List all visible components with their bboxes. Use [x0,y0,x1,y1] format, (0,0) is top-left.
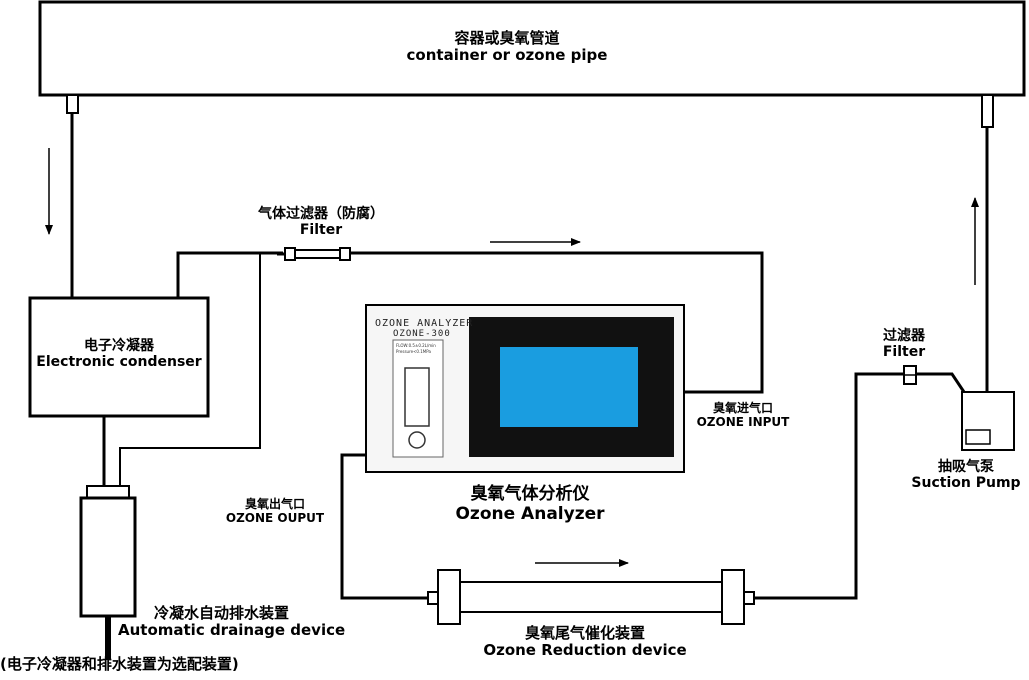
meter-flow-text: FLOW:0.5±0.2L/min [396,343,436,348]
output-port-label: 臭氧出气口 OZONE OUPUT [215,497,335,526]
analyzer-label-cn: 臭氧气体分析仪 [470,484,590,504]
reduction-label-en: Ozone Reduction device [483,641,687,660]
gas-line-to-pump [754,372,904,600]
drainage-label-en: Automatic drainage device [118,621,346,640]
filter-right [903,365,917,385]
analyzer-screen [500,347,638,427]
ozone-analyzer-device [365,304,685,473]
drainage-label-cn: 冷凝水自动排水装置 [154,604,290,622]
pump-label-cn: 抽吸气泵 [938,459,994,475]
filter-left-label: 气体过滤器（防腐） Filter [236,206,406,238]
drainage-device [79,485,137,660]
gas-line-output [340,453,428,600]
pipe-label-en: container or ozone pipe [406,46,608,65]
analyzer-label: 臭氧气体分析仪 Ozone Analyzer [440,484,620,524]
filter-right-label: 过滤器 Filter [860,328,948,360]
electronic-condenser [28,296,210,418]
gas-line-to-filter [176,251,283,298]
condenser-label-cn: 电子冷凝器 [84,338,154,354]
analyzer-label-en: Ozone Analyzer [455,503,605,524]
output-port-label-en: OZONE OUPUT [225,510,325,525]
pump-label-en: Suction Pump [911,475,1021,492]
meter-pressure-text: Pressure<0.1MPa [396,349,431,354]
condenser-label: 电子冷凝器 Electronic condenser [32,338,206,370]
drainage-label: 冷凝水自动排水装置 Automatic drainage device [118,604,346,640]
input-port-label: 臭氧进气口 OZONE INPUT [688,401,798,430]
left-probe [66,94,79,298]
filter-left [277,247,351,261]
pipe-label: 容器或臭氧管道 container or ozone pipe [392,29,622,65]
filter-right-label-en: Filter [882,344,926,361]
input-port-label-cn: 臭氧进气口 [712,401,773,415]
condenser-label-en: Electronic condenser [36,354,202,371]
footnote: (电子冷凝器和排水装置为选配装置) [0,655,239,673]
analyzer-model: OZONE-300 [393,329,451,339]
reduction-label: 臭氧尾气催化装置 Ozone Reduction device [470,624,700,660]
filter-left-label-cn: 气体过滤器（防腐） [258,206,384,222]
pipe-label-cn: 容器或臭氧管道 [454,29,560,47]
right-probe [981,94,994,392]
suction-pump [961,391,1015,451]
ozone-reduction-device [427,569,755,625]
reduction-label-cn: 臭氧尾气催化装置 [524,624,645,642]
output-port-label-cn: 臭氧出气口 [244,497,305,511]
drain-link-line [119,253,261,512]
container-pipe [38,0,1026,97]
filter-right-label-cn: 过滤器 [883,328,925,344]
input-port-label-en: OZONE INPUT [696,414,790,429]
analyzer-panel-title: OZONE ANALYZER [375,318,474,329]
gas-line-to-input [350,251,764,394]
filter-left-label-en: Filter [299,222,343,239]
pump-label: 抽吸气泵 Suction Pump [906,459,1026,491]
